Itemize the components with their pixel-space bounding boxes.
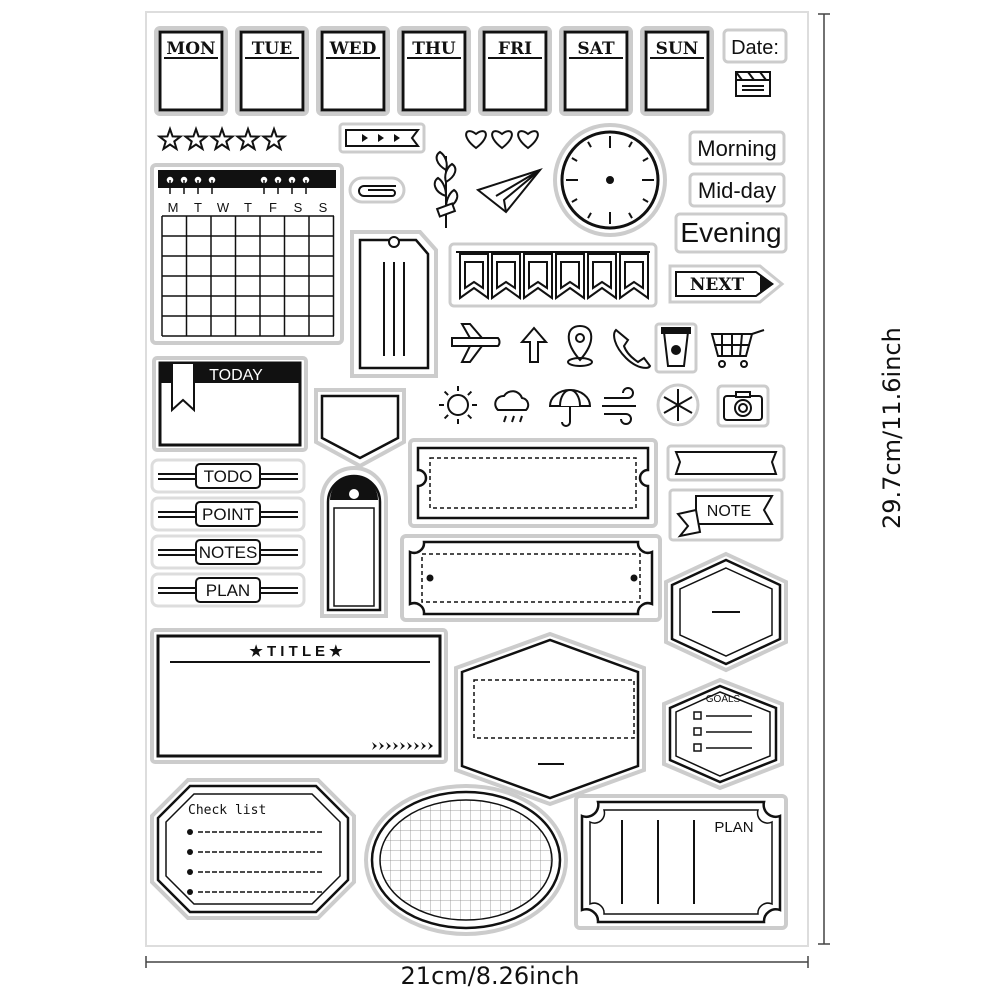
calendar-weekday: F: [269, 200, 277, 215]
hang-tag: [350, 230, 438, 378]
paper-plane-icon: [475, 168, 543, 214]
tab-label-point: POINT: [150, 496, 306, 532]
clock-icon: [553, 123, 667, 237]
calendar-weekday: T: [194, 200, 202, 215]
day-stamps: MON TUE WED THU FRI SAT SUN: [154, 26, 714, 116]
plan-frame-label: PLAN: [714, 819, 753, 836]
arrow-banner-icon: [338, 122, 426, 154]
camera-icon: [716, 384, 770, 428]
next-label: NEXT: [690, 275, 745, 295]
day-box-mon: MON: [154, 26, 228, 116]
luggage-tag: [320, 466, 388, 618]
pennant-label: [314, 388, 406, 469]
height-dimension-label: 29.7cm/11.6inch: [878, 327, 906, 529]
day-box-wed: WED: [316, 26, 390, 116]
leaf-icon: [433, 150, 459, 228]
day-label: SUN: [656, 39, 699, 59]
calendar-weekday: W: [217, 200, 230, 215]
today-stamp: TODAY: [152, 356, 308, 452]
height-dimension-line: [818, 13, 830, 945]
umbrella-icon: [548, 388, 592, 427]
tab-label-stamps: TODO POINT NOTES PLAN: [150, 458, 306, 608]
goals-stamp: GOALS: [662, 677, 784, 791]
snowflake-icon: [656, 383, 700, 427]
tab-label-todo: TODO: [150, 458, 306, 494]
map-pin-icon: [567, 324, 593, 367]
phone-icon: [613, 328, 652, 369]
star-icon: [156, 125, 184, 152]
day-box-thu: THU: [397, 26, 471, 116]
tab-label-plan: PLAN: [150, 572, 306, 608]
day-label: SAT: [577, 39, 615, 59]
plaque-frame: [400, 534, 662, 622]
bunting-banner: [448, 242, 658, 308]
coffee-cup-icon: [654, 322, 698, 374]
star-icon: [260, 125, 288, 152]
calendar-weekday: S: [294, 200, 303, 215]
oval-grid-frame: [364, 784, 568, 936]
star-icon: [182, 125, 210, 152]
time-of-day-stamps: Morning Mid-day Evening: [674, 130, 788, 254]
day-box-sun: SUN: [640, 26, 714, 116]
next-arrow-stamp: NEXT: [668, 264, 785, 304]
shopping-cart-icon: [710, 329, 765, 368]
title-box-stamp: ★ T I T L E ★: [150, 628, 448, 764]
width-dimension-label: 21cm/8.26inch: [400, 962, 580, 990]
sun-icon: [439, 386, 477, 424]
width-dimension-line: [145, 956, 809, 968]
wind-icon: [602, 387, 636, 425]
heart-icons: [465, 130, 539, 150]
day-label: TUE: [252, 39, 292, 59]
shield-frame: [454, 631, 646, 807]
title-banner-label: ★ T I T L E ★: [249, 643, 343, 660]
day-label: THU: [412, 39, 456, 59]
tab-label-text: TODO: [204, 467, 253, 486]
star-icon: [234, 125, 262, 152]
day-box-sat: SAT: [559, 26, 633, 116]
calendar-weekday: M: [168, 200, 179, 215]
clapperboard-icon: [735, 71, 771, 97]
day-label: FRI: [498, 39, 532, 59]
day-box-fri: FRI: [478, 26, 552, 116]
rain-cloud-icon: [494, 390, 530, 423]
date-stamp: Date:: [722, 28, 788, 64]
goals-label: GOALS: [706, 694, 741, 705]
arrow-up-icon: [519, 326, 549, 363]
airplane-icon: [451, 323, 501, 363]
note-ribbon-stamp: NOTE: [668, 488, 784, 542]
tab-label-notes: NOTES: [150, 534, 306, 570]
tab-label-text: POINT: [202, 505, 254, 524]
hexagon-frame: [664, 551, 788, 673]
paperclip-icon: [348, 176, 406, 204]
note-label: NOTE: [707, 503, 751, 520]
day-box-tue: TUE: [235, 26, 309, 116]
ticket-frame: [408, 438, 658, 528]
morning-label: Morning: [697, 136, 776, 161]
star-icons: [156, 125, 288, 152]
checklist-stamp: Check list: [150, 778, 356, 920]
star-icon: [208, 125, 236, 152]
tab-label-text: NOTES: [199, 543, 258, 562]
calendar-weekday: S: [319, 200, 328, 215]
today-label: TODAY: [209, 367, 263, 384]
calendar-weekday: T: [244, 200, 252, 215]
date-label: Date:: [731, 37, 779, 59]
checklist-label: Check list: [188, 803, 266, 818]
washi-tape-strip: [666, 444, 786, 482]
midday-label: Mid-day: [698, 178, 776, 203]
plan-frame-stamp: PLAN: [574, 794, 788, 930]
day-label: MON: [166, 39, 215, 59]
tab-label-text: PLAN: [206, 581, 250, 600]
evening-label: Evening: [680, 217, 781, 248]
day-label: WED: [329, 39, 377, 59]
